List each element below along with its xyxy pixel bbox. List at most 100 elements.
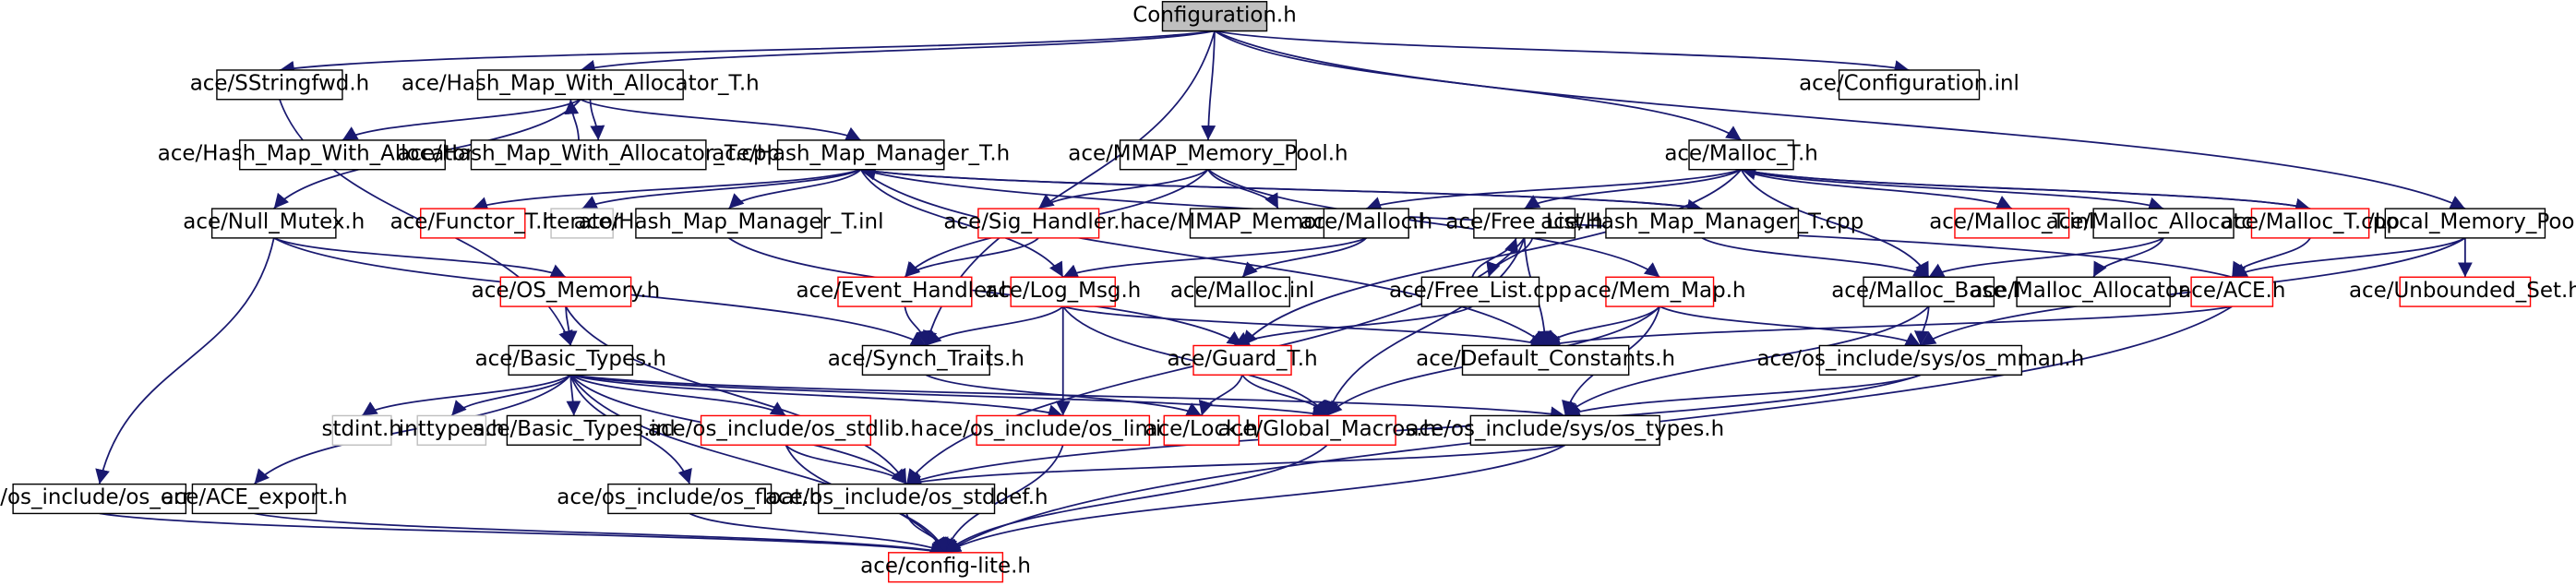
node-box [420, 208, 526, 239]
edge-hash_map_manager_cpp-to-hash_map_manager_h [860, 164, 1703, 209]
edge-configuration_h-to-hash_map_with_alloc_h [580, 30, 1216, 75]
node-box [1119, 139, 1298, 171]
edge-event_handler_h-to-synch_traits_h [904, 305, 931, 346]
node-label: ace/os_include/sys/os_types.h [1406, 417, 1724, 441]
node-guard-t-h[interactable]: ace/Guard_T.h [1167, 344, 1318, 376]
edge-basic_types_h-to-inttypes_h [450, 374, 571, 417]
node-label: ace/Malloc_Base.h [1831, 279, 2026, 303]
node-box [499, 276, 632, 307]
node-unbounded-set-h[interactable]: ace/Unbounded_Set.h [2349, 276, 2576, 307]
node-free-list-h[interactable]: ace/Free_List.h [1445, 208, 1603, 239]
node-os-float-h[interactable]: ace/os_include/os_float.h [557, 483, 822, 515]
node-malloc-allocator-inl[interactable]: ace/Malloc_Allocator.inl [1970, 276, 2217, 307]
edge-malloc_t_cpp-to-malloc_t_h [1741, 165, 2311, 209]
node-box [2250, 208, 2370, 239]
edge-os_mman_h-to-os_stddef_h [905, 374, 1922, 486]
node-global-macros-h[interactable]: ace/Global_Macros.h [1218, 414, 1437, 446]
node-synch-traits-h[interactable]: ace/Synch_Traits.h [828, 344, 1024, 376]
node-mmap-memory-pool-h[interactable]: ace/MMAP_Memory_Pool.h [1068, 139, 1348, 171]
node-box [1010, 276, 1116, 307]
node-malloc-t-inl[interactable]: ace/Malloc_T.inl [1929, 208, 2094, 239]
node-box [1323, 208, 1409, 239]
edge-malloc_base_h-to-os_types_h [1564, 305, 1930, 417]
node-box [976, 414, 1151, 446]
node-hash-map-manager-inl[interactable]: ace/Hash_Map_Manager_T.inl [574, 208, 884, 239]
edge-mmap_memory_pool_h-to-mmap_memory_pool_inl [1207, 169, 1279, 209]
node-label: ace/Malloc.inl [1170, 279, 1314, 303]
node-os-stddef-h[interactable]: ace/os_include/os_stddef.h [765, 483, 1048, 515]
node-mem-map-h[interactable]: ace/Mem_Map.h [1574, 276, 1746, 307]
edge-os_mman_h-to-os_types_h [1564, 374, 1922, 418]
node-label: ace/OS_Memory.h [472, 279, 661, 303]
node-local-memory-pool-h[interactable]: ace/Local_Memory_Pool.h [2330, 208, 2576, 239]
node-label: ace/os_include/sys/os_mman.h [1756, 347, 2084, 371]
node-label: ace/Null_Mutex.h [183, 210, 365, 234]
node-box [416, 414, 487, 446]
edge-hash_map_with_alloc_cpp-to-hash_map_with_alloc_h [564, 99, 580, 140]
edge-basic_types_h-to-os_stdlib_h [569, 374, 786, 417]
node-malloc-t-h[interactable]: ace/Malloc_T.h [1664, 139, 1818, 171]
edge-os_stdlib_h-to-os_stddef_h [785, 444, 907, 485]
edge-malloc_h-to-log_msg_h [1062, 237, 1367, 279]
node-functor-t-h[interactable]: ace/Functor_T.h [390, 208, 556, 239]
node-os-memory-h[interactable]: ace/OS_Memory.h [472, 276, 661, 307]
node-configuration-h[interactable]: Configuration.h [1132, 1, 1297, 32]
node-sstringfwd[interactable]: ace/SStringfwd.h [190, 69, 369, 101]
node-log-msg-h[interactable]: ace/Log_Msg.h [985, 276, 1141, 307]
node-os-mman-h[interactable]: ace/os_include/sys/os_mman.h [1756, 344, 2084, 376]
node-os-limits-h[interactable]: ace/os_include/os_limits.h [925, 414, 1201, 446]
node-basic-types-h[interactable]: ace/Basic_Types.h [475, 344, 666, 376]
node-ace-h[interactable]: ace/ACE.h [2178, 276, 2285, 307]
node-box [508, 344, 634, 376]
node-event-handler-h[interactable]: ace/Event_Handler.h [796, 276, 1013, 307]
node-basic-types-inl[interactable]: ace/Basic_Types.inl [473, 414, 676, 446]
node-malloc-base-h[interactable]: ace/Malloc_Base.h [1831, 276, 2026, 307]
edge-hash_map_manager_h-to-hash_map_manager_inl [727, 169, 862, 209]
edge-malloc_t_h-to-malloc_allocator_h [1741, 168, 2164, 212]
node-default-constants-h[interactable]: ace/Default_Constants.h [1416, 344, 1675, 376]
node-hash-map-manager-cpp[interactable]: ace/Hash_Map_Manager_T.cpp [1540, 208, 1863, 239]
node-free-list-cpp[interactable]: ace/Free_List.cpp [1389, 276, 1572, 307]
node-hash-map-with-alloc-cpp[interactable]: ace/Hash_Map_With_Allocator_T.cpp [397, 139, 780, 171]
edge-ace_export_h-to-config_lite_h [254, 512, 946, 557]
node-box [470, 139, 707, 171]
node-null-mutex-h[interactable]: ace/Null_Mutex.h [183, 208, 365, 239]
node-label: ace/Local_Memory_Pool.h [2330, 210, 2576, 234]
node-box [1863, 276, 1995, 307]
node-label: ace/Malloc_Allocator.inl [1970, 279, 2216, 303]
node-stdint-h[interactable]: stdint.h [322, 414, 402, 446]
node-box [331, 414, 392, 446]
node-box [2016, 276, 2171, 307]
edge-guard_t_h-to-lock_h [1198, 374, 1243, 416]
node-malloc-h[interactable]: ace/Malloc.h [1300, 208, 1432, 239]
node-iterator[interactable]: iterator [543, 208, 622, 239]
node-config-lite-h[interactable]: ace/config-lite.h [860, 552, 1031, 583]
edge-mmap_memory_pool_h-to-mem_map_h [1207, 169, 1660, 278]
node-malloc-allocator-h[interactable]: ace/Malloc_Allocator.h [2046, 208, 2282, 239]
node-box [700, 414, 871, 446]
edge-ace_h-to-default_constants_h [1545, 305, 2233, 351]
node-box [216, 69, 343, 101]
node-hash-map-manager-h[interactable]: ace/Hash_Map_Manager_T.h [712, 139, 1010, 171]
node-label: ace/Malloc_Allocator.h [2046, 210, 2282, 234]
node-box [837, 276, 973, 307]
node-label: ace/Malloc_T.inl [1929, 210, 2094, 234]
node-malloc-inl[interactable]: ace/Malloc.inl [1170, 276, 1314, 307]
node-hash-map-with-alloc-h[interactable]: ace/Hash_Map_With_Allocator_T.h [401, 69, 760, 101]
node-malloc-t-cpp[interactable]: ace/Malloc_T.cpp [2221, 208, 2400, 239]
node-sig-handler-h[interactable]: ace/Sig_Handler.h [943, 208, 1133, 239]
node-ace-export-h[interactable]: ace/ACE_export.h [162, 483, 348, 515]
node-label: stdint.h [322, 417, 402, 441]
node-os-types-h[interactable]: ace/os_include/sys/os_types.h [1406, 414, 1724, 446]
node-label: ace/Hash_Map_Manager_T.cpp [1540, 210, 1863, 234]
node-inttypes-h[interactable]: inttypes.h [399, 414, 505, 446]
node-os-stdlib-h[interactable]: ace/os_include/os_stdlib.h [648, 414, 924, 446]
node-lock-h[interactable]: ace/Lock.h [1145, 414, 1259, 446]
node-hash-map-with-alloc-inl[interactable]: ace/Hash_Map_With_Allocator_T.inl [158, 139, 527, 171]
edge-basic_types_h-to-basic_types_inl [566, 375, 581, 416]
edge-malloc_base_h-to-os_mman_h [1913, 306, 1930, 346]
node-label: iterator [543, 210, 622, 234]
node-configuration-inl[interactable]: ace/Configuration.inl [1799, 69, 2019, 101]
